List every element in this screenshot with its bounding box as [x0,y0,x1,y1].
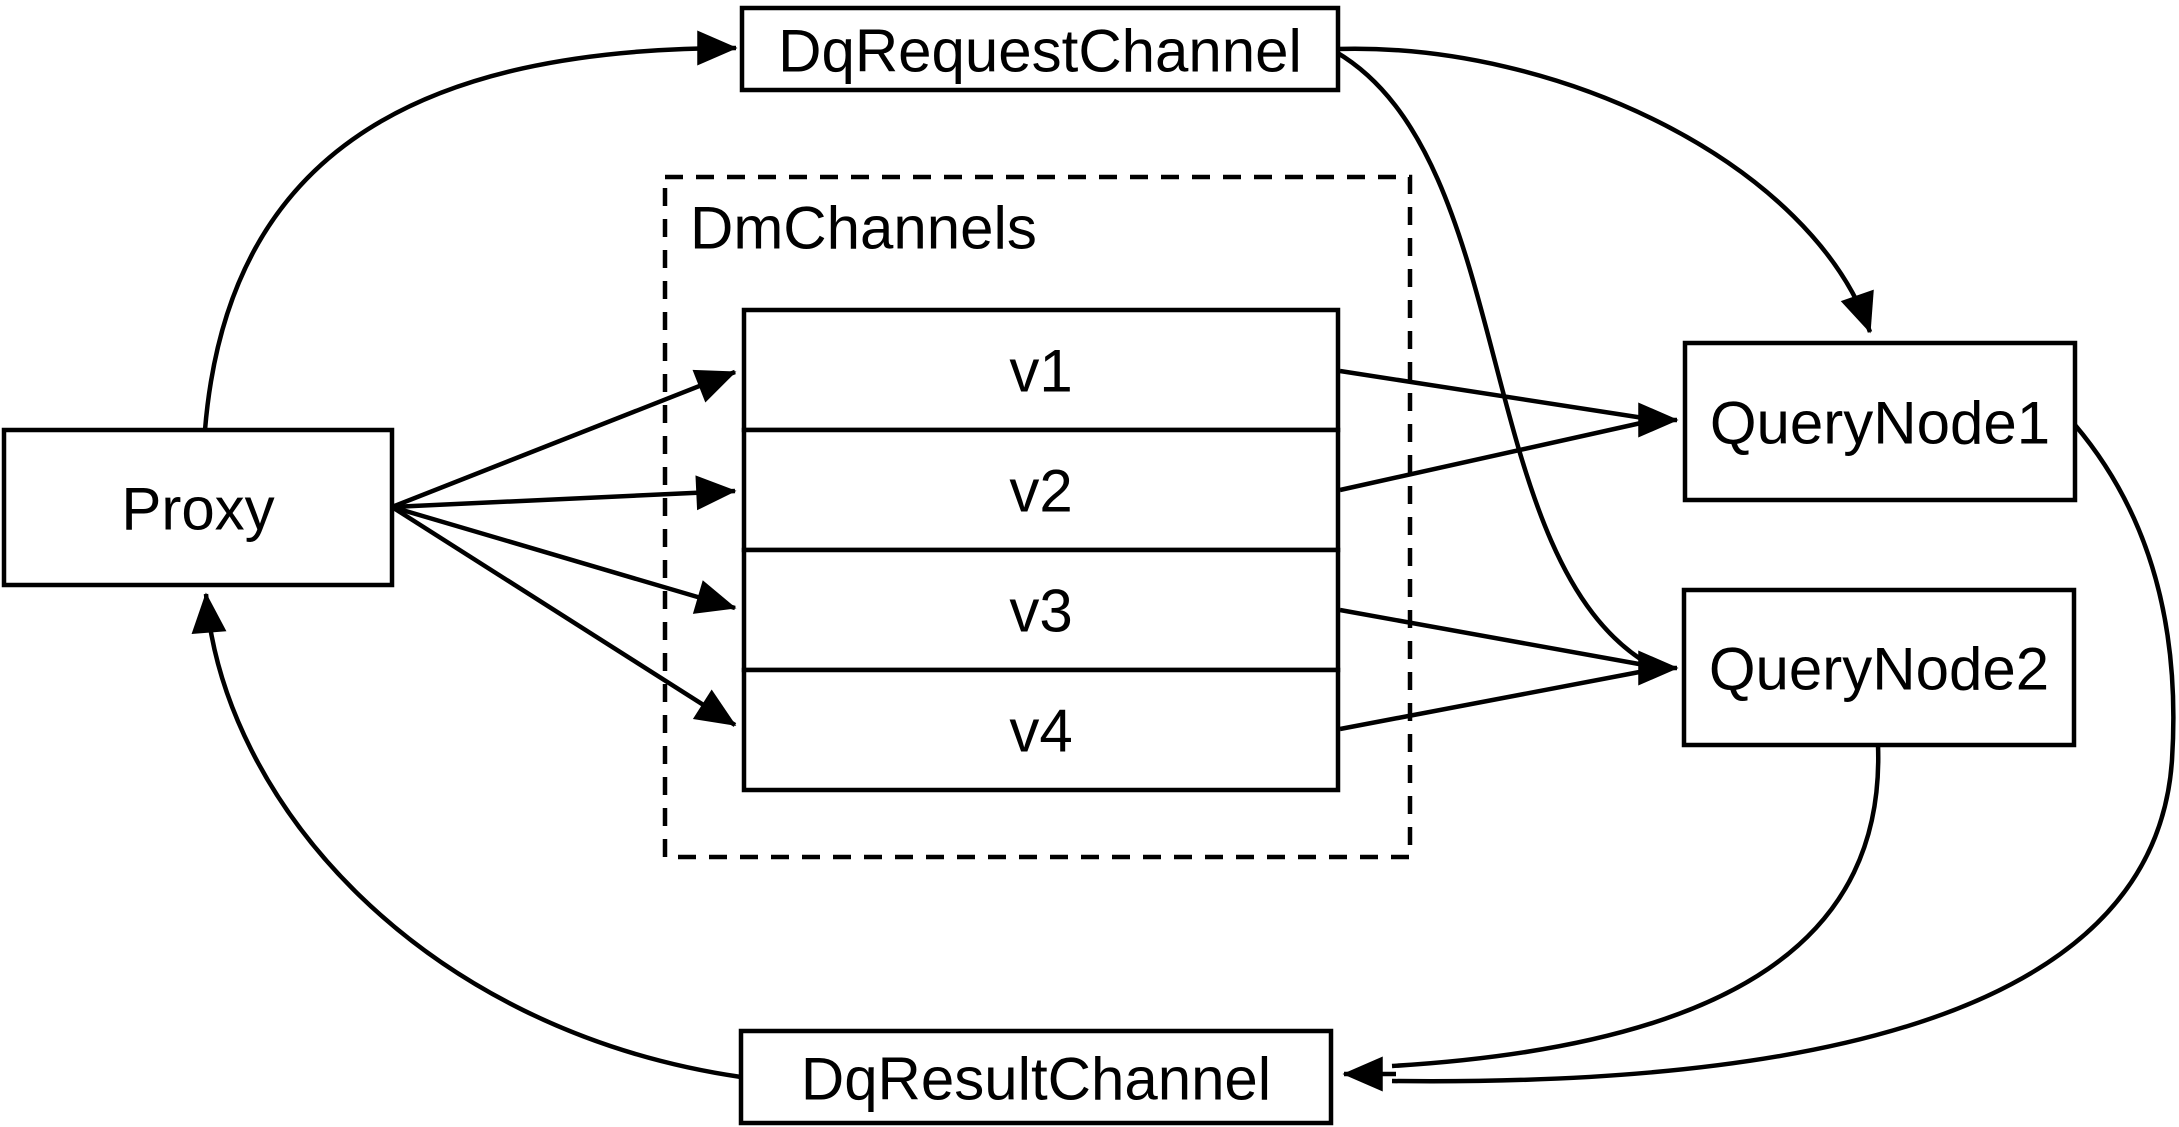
edge-v3-to-querynode2 [1339,607,1651,669]
querynode1-node-label: QueryNode1 [1710,390,2050,457]
proxy-node-box [1,427,395,588]
channel-v3-box [741,547,1341,673]
proxy-node: Proxy [1,427,395,588]
querynode2-node-box [1681,587,2077,748]
channel-v4-node: v4 [741,667,1341,793]
edge-dqrequestchannel-to-querynode1 [1335,46,1874,334]
edge-v4-to-querynode2 [1339,667,1651,732]
edge-querynode1-to-dqresultchannel [1391,423,2176,1084]
dqrequestchannel-node: DqRequestChannel [739,5,1341,93]
dmchannels-group-label: DmChannels [690,195,1037,262]
edge-v2-to-querynode1 [1339,418,1651,493]
channel-v4-label: v4 [1009,698,1072,765]
edge-proxy-to-v4 [390,505,737,727]
channel-v4-box [741,667,1341,793]
edge-proxy-to-v2 [391,475,737,511]
querynode1-node: QueryNode1 [1682,340,2078,503]
edge-proxy-to-v1 [391,369,737,510]
edge-dqresultchannel-to-proxy [191,592,742,1080]
channel-v1-node: v1 [741,307,1341,433]
dqresultchannel-node-label: DqResultChannel [801,1046,1271,1113]
dqresultchannel-node: DqResultChannel [738,1028,1334,1126]
querynode2-node: QueryNode2 [1681,587,2077,748]
channel-v2-label: v2 [1009,458,1072,525]
querynode2-node-label: QueryNode2 [1709,636,2049,703]
edge-proxy-to-v3 [391,504,737,614]
channel-v3-label: v3 [1009,578,1072,645]
channel-v2-node: v2 [741,427,1341,553]
edge-querynode2-to-dqresultchannel [1391,744,1881,1069]
channel-v1-label: v1 [1009,338,1072,405]
dqrequestchannel-node-label: DqRequestChannel [778,18,1302,85]
dmchannels-group: DmChannels [662,174,1413,860]
dqrequestchannel-node-box [739,5,1341,93]
edge-proxy-to-dqrequestchannel [202,30,738,431]
dqresultchannel-node-box [738,1028,1334,1126]
edge-dqrequestchannel-to-querynode2 [1334,50,1652,667]
edge-v1-to-querynode1 [1339,368,1651,422]
channel-v3-node: v3 [741,547,1341,673]
dmchannels-group-border [662,174,1413,860]
edges-layer [191,30,2176,1092]
proxy-node-label: Proxy [121,476,274,543]
querynode1-node-box [1682,340,2078,503]
